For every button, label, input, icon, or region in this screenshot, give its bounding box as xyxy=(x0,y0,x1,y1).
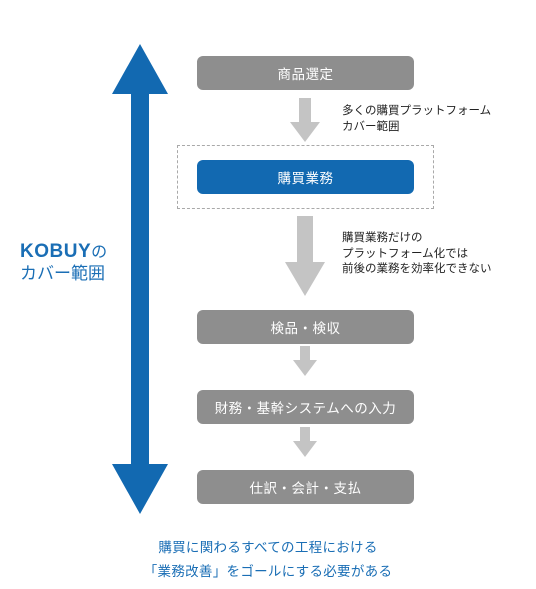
note-platform-limitation: 購買業務だけの プラットフォーム化では 前後の業務を効率化できない xyxy=(342,230,492,277)
down-arrow-icon xyxy=(285,216,325,296)
platform-coverage-frame xyxy=(177,145,434,209)
note-line: 前後の業務を効率化できない xyxy=(342,261,492,276)
step-system-entry: 財務・基幹システムへの入力 xyxy=(197,390,414,424)
down-arrow-icon xyxy=(293,427,317,457)
step-purchasing-operations: 購買業務 xyxy=(197,160,414,194)
step-label: 財務・基幹システムへの入力 xyxy=(214,401,397,417)
note-line: 購買業務だけの xyxy=(342,230,423,244)
note-common-platform-coverage: 多くの購買プラットフォーム カバー範囲 xyxy=(342,103,491,134)
step-accounting-payment: 仕訳・会計・支払 xyxy=(197,470,414,504)
step-product-selection: 商品選定 xyxy=(197,56,414,90)
brand-suffix: の xyxy=(91,242,108,261)
brand-name: KOBUY xyxy=(20,241,92,262)
step-label: 仕訳・会計・支払 xyxy=(249,481,362,497)
footer-line-1: 購買に関わるすべての工程における xyxy=(158,540,378,556)
footer-line-2: 「業務改善」をゴールにする必要がある xyxy=(143,564,393,580)
note-line: 多くの購買プラットフォーム xyxy=(342,103,492,117)
note-line: カバー範囲 xyxy=(342,118,400,133)
coverage-label: KOBUYの カバー範囲 xyxy=(20,240,130,285)
note-line: プラットフォーム化では xyxy=(342,245,469,260)
step-inspection: 検品・検収 xyxy=(197,310,414,344)
step-label: 購買業務 xyxy=(277,171,334,187)
step-label: 商品選定 xyxy=(277,67,334,83)
down-arrow-icon xyxy=(290,98,320,142)
coverage-label-text: カバー範囲 xyxy=(20,263,105,284)
coverage-double-arrow-icon xyxy=(112,44,168,514)
down-arrow-icon xyxy=(293,346,317,376)
step-label: 検品・検収 xyxy=(270,321,341,337)
